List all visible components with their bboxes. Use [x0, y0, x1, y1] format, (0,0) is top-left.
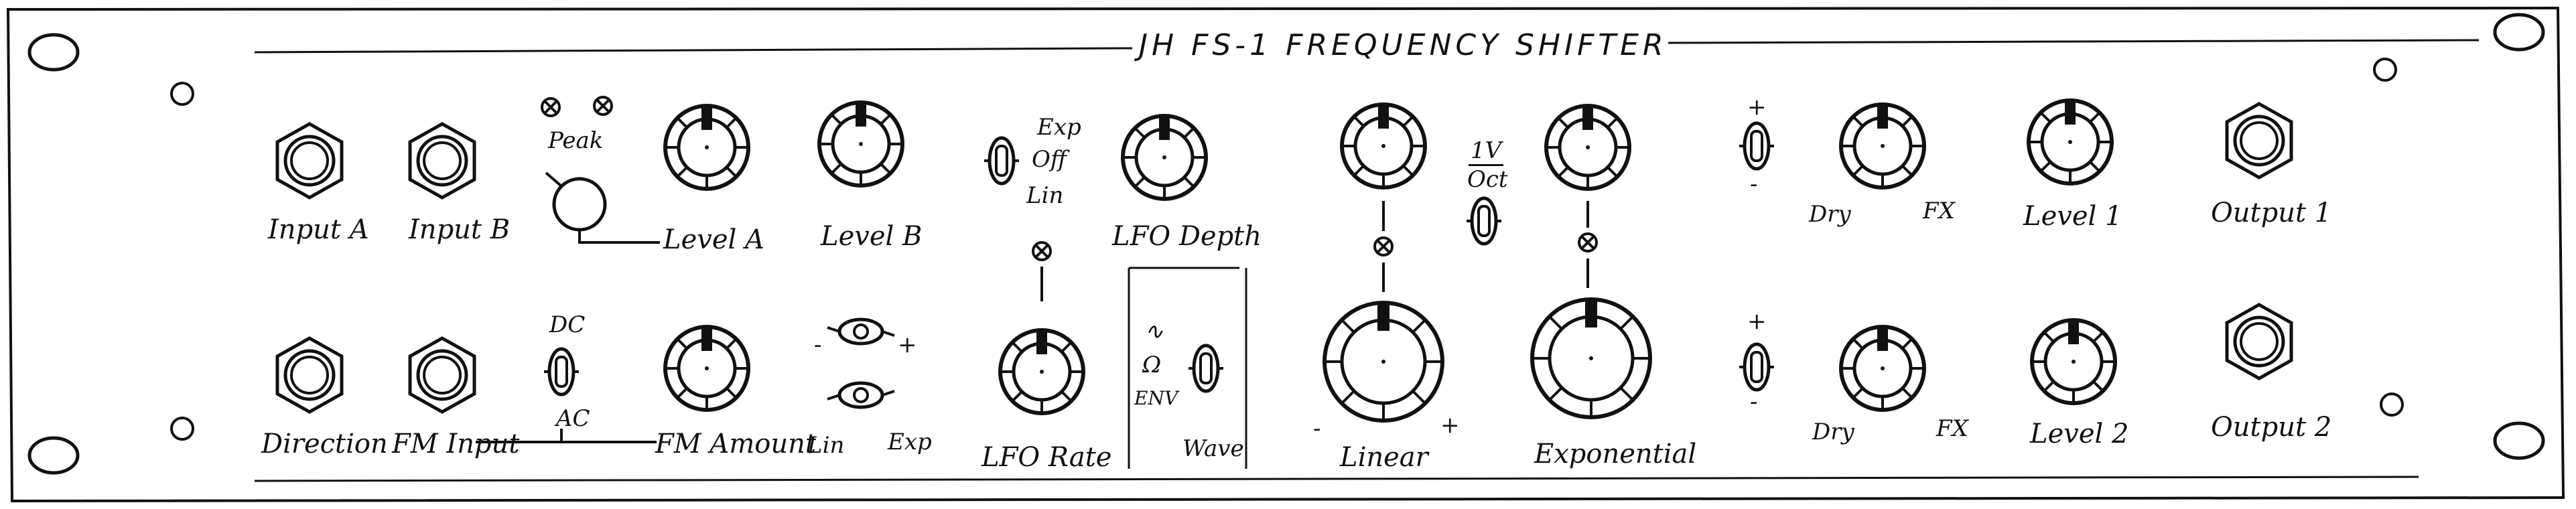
one-v-oct-divider — [1469, 164, 1503, 166]
peak-label: Peak — [548, 127, 604, 154]
input-a-jack[interactable] — [277, 124, 342, 198]
exp-label: Exp — [888, 429, 932, 455]
input-b-label: Input B — [409, 214, 511, 245]
panel-border — [6, 6, 2565, 503]
module-title: JH FS-1 FREQUENCY SHIFTER — [1139, 28, 1668, 62]
title-rule-left — [254, 47, 1133, 54]
peak-trim-pointer — [545, 171, 563, 188]
lfo-rate-label: LFO Rate — [981, 442, 1112, 473]
dry-fx-2-toggle[interactable] — [1739, 344, 1774, 390]
screw-hole-bottom-right — [2380, 392, 2404, 417]
dry-fx-2-knob[interactable] — [1841, 327, 1924, 410]
exponential-knob[interactable] — [1532, 299, 1650, 417]
fm-input-label: FM Input — [392, 429, 520, 459]
title-rule-right — [1668, 39, 2480, 44]
output-1-jack[interactable] — [2227, 104, 2291, 177]
dry-fx-2-plus: + — [1747, 308, 1767, 335]
dc-label: DC — [549, 311, 586, 338]
lfo-depth-knob[interactable] — [1123, 116, 1206, 199]
lin-label: Lin — [807, 432, 845, 459]
fm-polarity-switch-bottom[interactable] — [827, 381, 895, 409]
level-b-knob[interactable] — [819, 102, 902, 186]
screw-hole-top-left — [170, 82, 194, 106]
fm-polarity-minus: - — [814, 332, 822, 358]
level-a-link-line — [578, 231, 660, 244]
fx-1-label: FX — [1923, 198, 1955, 224]
lfo-depth-label: LFO Depth — [1112, 221, 1262, 252]
fm-polarity-plus: + — [898, 332, 917, 358]
mounting-slot-bottom-right — [2495, 423, 2543, 458]
dry-fx-2-minus: - — [1750, 388, 1758, 415]
output-1-label: Output 1 — [2211, 198, 2332, 228]
one-v-oct-bottom-label: Oct — [1467, 166, 1508, 193]
mounting-slot-top-right — [2495, 15, 2543, 50]
linear-minus: - — [1313, 415, 1321, 442]
exponential-led — [1578, 232, 1598, 252]
level-a-label: Level A — [663, 224, 764, 255]
level-a-knob[interactable] — [665, 106, 748, 189]
fx-2-label: FX — [1936, 415, 1968, 442]
peak-led-a — [541, 97, 561, 117]
wave-label: Wave — [1182, 435, 1244, 462]
level-b-label: Level B — [821, 221, 923, 252]
exponential-label: Exponential — [1534, 439, 1697, 469]
linear-knob[interactable] — [1325, 303, 1442, 421]
linear-plus: + — [1440, 412, 1460, 439]
level-1-label: Level 1 — [2023, 201, 2122, 232]
dry-fx-1-minus: - — [1750, 171, 1758, 198]
input-a-label: Input A — [268, 214, 369, 245]
screw-hole-top-right — [2373, 58, 2397, 82]
one-v-oct-top-label: 1V — [1471, 137, 1502, 164]
level-2-knob[interactable] — [2032, 320, 2115, 403]
output-2-label: Output 2 — [2211, 412, 2332, 443]
dry-2-label: Dry — [1812, 419, 1854, 445]
mounting-slot-bottom-left — [29, 438, 78, 473]
dry-fx-1-knob[interactable] — [1841, 104, 1924, 188]
linear-label: Linear — [1340, 442, 1428, 473]
wave-sine-label: ∿ — [1144, 318, 1164, 345]
lfo-led — [1032, 241, 1052, 261]
fm-amount-label: FM Amount — [655, 429, 816, 459]
exponential-fine-knob[interactable] — [1546, 106, 1629, 189]
linear-led — [1373, 236, 1394, 257]
input-b-jack[interactable] — [410, 124, 474, 198]
dry-fx-1-plus: + — [1747, 94, 1767, 121]
wave-env-label: ENV — [1134, 387, 1178, 409]
mounting-slot-top-left — [29, 35, 78, 70]
peak-trim-pot[interactable] — [552, 177, 607, 232]
output-2-jack[interactable] — [2227, 305, 2291, 378]
module-bottom-rule — [254, 476, 2419, 482]
1v-oct-toggle[interactable] — [1467, 198, 1501, 244]
lfo-switch-lin-label: Lin — [1026, 182, 1064, 209]
dc-ac-toggle[interactable] — [544, 349, 579, 394]
lfo-mode-toggle[interactable] — [984, 138, 1019, 184]
level-1-knob[interactable] — [2029, 100, 2112, 184]
fm-polarity-switch-top[interactable] — [827, 317, 895, 346]
lfo-switch-off-label: Off — [1032, 146, 1067, 173]
ac-label: AC — [556, 405, 590, 432]
direction-label: Direction — [261, 429, 388, 459]
fm-amount-knob[interactable] — [665, 327, 748, 410]
lfo-rate-knob[interactable] — [1000, 330, 1083, 413]
peak-led-b — [593, 96, 613, 116]
wave-square-label: Ω — [1142, 352, 1162, 378]
direction-jack[interactable] — [277, 338, 342, 412]
linear-fine-knob[interactable] — [1342, 104, 1425, 188]
fm-input-jack[interactable] — [410, 338, 474, 412]
dry-fx-1-toggle[interactable] — [1739, 123, 1774, 169]
wave-toggle[interactable] — [1189, 346, 1223, 391]
screw-hole-bottom-left — [170, 417, 194, 441]
dry-1-label: Dry — [1809, 201, 1851, 228]
level-2-label: Level 2 — [2030, 419, 2129, 449]
lfo-switch-exp-label: Exp — [1037, 114, 1081, 141]
